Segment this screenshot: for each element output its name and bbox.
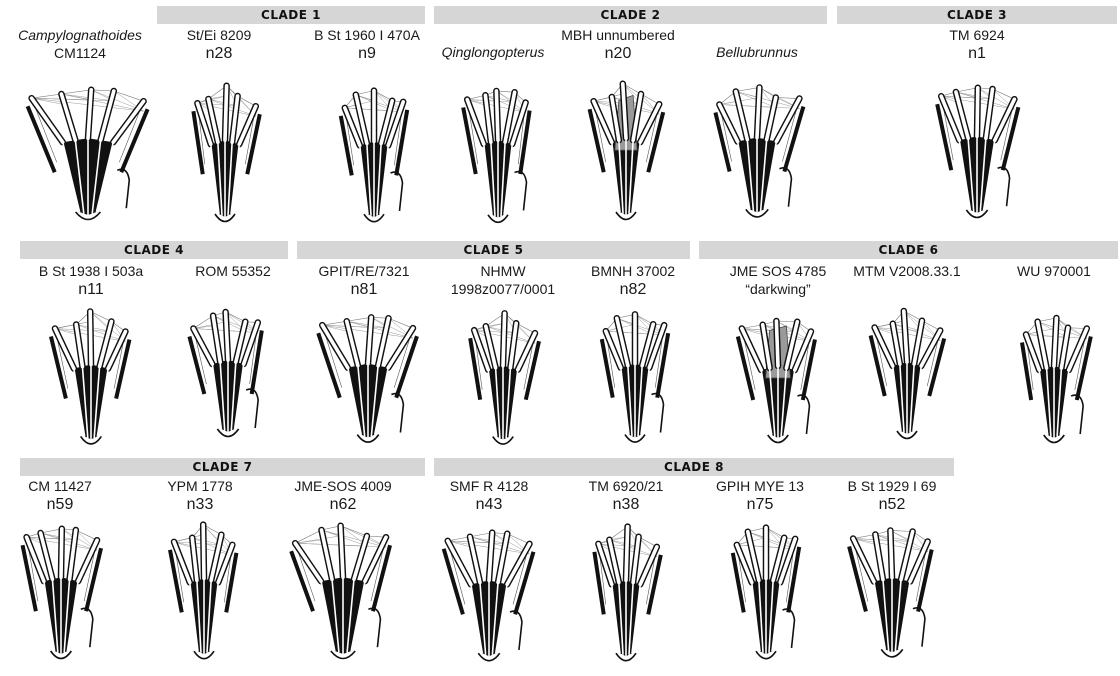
- clade-6-header: CLADE 6: [699, 241, 1118, 259]
- specimen-number: n43: [476, 496, 503, 514]
- specimen-name: MTM V2008.33.1: [853, 263, 960, 280]
- specimen-number: n28: [206, 45, 233, 63]
- specimen-name: Bellubrunnus: [716, 44, 798, 61]
- specimen-mbh-unnumbered: MBH unnumbered n20: [618, 27, 619, 28]
- specimen-qinglongopterus: Qinglongopterus: [493, 44, 494, 45]
- hand-skeleton: [433, 514, 545, 672]
- hand-skeleton: [697, 72, 817, 228]
- specimen-number: n20: [605, 45, 632, 63]
- specimen-name: TM 6924: [949, 27, 1004, 44]
- specimen-name: B St 1929 I 69: [848, 478, 937, 495]
- hand-skeleton: [324, 75, 424, 233]
- clade-8-header: CLADE 8: [434, 458, 954, 476]
- clade-1-header: CLADE 1: [157, 6, 425, 24]
- hand-skeleton: [175, 73, 275, 233]
- hand-skeleton: [173, 297, 283, 447]
- specimen-mtm-v2008: MTM V2008.33.1: [907, 263, 908, 264]
- specimen-number: n82: [620, 281, 647, 299]
- clade-2-header: CLADE 2: [434, 6, 827, 24]
- specimen-name: Campylognathoides: [18, 27, 142, 44]
- hand-skeleton: [312, 299, 424, 453]
- specimen-bellubrunnus: Bellubrunnus: [757, 44, 758, 45]
- specimen-name: B St 1960 I 470A: [314, 27, 420, 44]
- specimen-wu-970001: WU 970001: [1054, 263, 1055, 264]
- specimen-b-st-1929: B St 1929 I 69 n52: [892, 478, 893, 479]
- clade-5-header: CLADE 5: [297, 241, 690, 259]
- specimen-name: B St 1938 I 503a: [39, 263, 143, 280]
- specimen-name: TM 6920/21: [589, 478, 664, 495]
- specimen-campylognathoides: Campylognathoides CM1124: [80, 27, 81, 28]
- specimen-jme-sos-4009: JME-SOS 4009 n62: [343, 478, 344, 479]
- specimen-id: CM1124: [54, 45, 106, 62]
- hand-skeleton: [716, 512, 816, 670]
- specimen-nickname: “darkwing”: [745, 281, 810, 298]
- specimen-number: n9: [358, 45, 376, 63]
- clade-3-header: CLADE 3: [837, 6, 1117, 24]
- specimen-name: CM 11427: [28, 478, 92, 495]
- specimen-number: n1: [968, 45, 986, 63]
- specimen-gpit-re-7321: GPIT/RE/7321 n81: [364, 263, 365, 264]
- specimen-nhmw: NHMW 1998z0077/0001: [503, 263, 504, 264]
- hand-skeleton: [922, 69, 1032, 229]
- specimen-name: NHMW: [480, 263, 525, 280]
- hand-skeleton: [576, 514, 676, 672]
- specimen-ypm-1778: YPM 1778 n33: [200, 478, 201, 479]
- specimen-jme-sos-4785: JME SOS 4785 “darkwing”: [778, 263, 779, 264]
- specimen-number: n81: [351, 281, 378, 299]
- specimen-smf-r-4128: SMF R 4128 n43: [489, 478, 490, 479]
- hand-skeleton: [451, 301, 555, 455]
- specimen-name: BMNH 37002: [591, 263, 675, 280]
- specimen-id: 1998z0077/0001: [451, 281, 555, 298]
- specimen-name: JME SOS 4785: [730, 263, 827, 280]
- hand-skeleton: [8, 510, 114, 670]
- specimen-b-st-1938: B St 1938 I 503a n11: [91, 263, 92, 264]
- clade-7-header: CLADE 7: [20, 458, 425, 476]
- hand-skeleton: [726, 303, 830, 453]
- specimen-name: St/Ei 8209: [187, 27, 252, 44]
- specimen-tm-6924: TM 6924 n1: [977, 27, 978, 28]
- specimen-cm-11427: CM 11427 n59: [60, 478, 61, 479]
- hand-skeleton: [585, 299, 685, 453]
- specimen-rom-55352: ROM 55352: [233, 263, 234, 264]
- hand-skeleton: [836, 512, 948, 668]
- hand-skeleton: [18, 71, 158, 231]
- hand-skeleton: [857, 299, 957, 449]
- specimen-name: SMF R 4128: [450, 478, 529, 495]
- specimen-name: MBH unnumbered: [561, 27, 675, 44]
- hand-skeleton: [275, 510, 411, 670]
- specimen-number: n11: [78, 281, 104, 299]
- specimen-name: WU 970001: [1017, 263, 1091, 280]
- specimen-st-ei-8209: St/Ei 8209 n28: [219, 27, 220, 28]
- specimen-bmnh-37002: BMNH 37002 n82: [633, 263, 634, 264]
- specimen-name: YPM 1778: [167, 478, 232, 495]
- specimen-name: GPIT/RE/7321: [318, 263, 409, 280]
- specimen-tm-6920-21: TM 6920/21 n38: [626, 478, 627, 479]
- hand-skeleton: [576, 71, 676, 231]
- specimen-name: Qinglongopterus: [442, 44, 545, 61]
- specimen-b-st-1960: B St 1960 I 470A n9: [367, 27, 368, 28]
- specimen-gpih-mye-13: GPIH MYE 13 n75: [760, 478, 761, 479]
- hand-skeleton: [448, 72, 548, 234]
- clade-4-header: CLADE 4: [20, 241, 288, 259]
- specimen-name: JME-SOS 4009: [294, 478, 391, 495]
- specimen-name: ROM 55352: [195, 263, 270, 280]
- hand-skeleton: [1002, 303, 1106, 453]
- specimen-name: GPIH MYE 13: [716, 478, 804, 495]
- hand-skeleton: [154, 512, 254, 670]
- specimen-number: n38: [613, 496, 640, 514]
- hand-skeleton: [38, 299, 144, 455]
